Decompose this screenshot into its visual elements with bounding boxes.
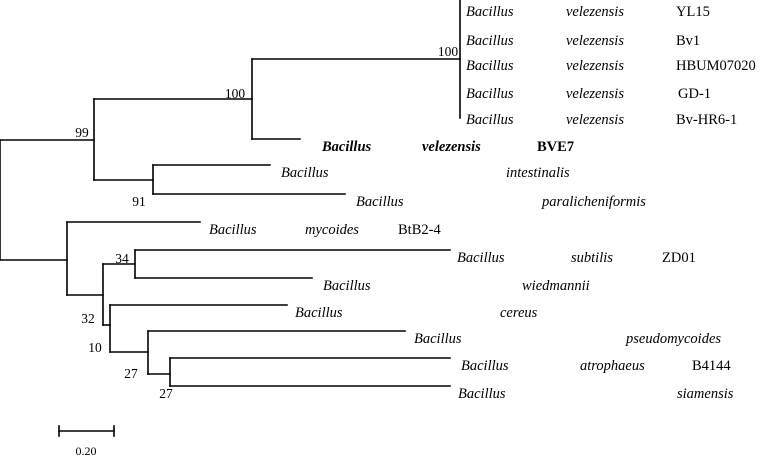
taxon-species: pseudomycoides (625, 331, 721, 347)
taxon-species: velezensis (566, 33, 624, 49)
taxon-species: velezensis (566, 58, 624, 74)
taxon-species: subtilis (571, 250, 613, 266)
scale-bar-label: 0.20 (76, 444, 97, 458)
taxon-strain: GD-1 (678, 86, 711, 102)
taxon-genus: Bacillus (466, 33, 514, 49)
taxon-species: velezensis (566, 4, 624, 20)
bootstrap-value: 100 (225, 86, 246, 101)
taxon-genus: Bacillus (466, 58, 514, 74)
bootstrap-value: 27 (159, 386, 173, 401)
taxon-species: mycoides (305, 222, 359, 238)
taxon-strain: YL15 (676, 4, 710, 20)
taxon-strain: Bv1 (676, 33, 700, 49)
taxon-species: velezensis (566, 86, 624, 102)
taxon-labels: Bacillus velezensis YL15 Bacillus veleze… (209, 4, 756, 402)
bootstrap-value: 100 (438, 44, 459, 59)
bootstrap-value: 10 (88, 340, 102, 355)
taxon-species: wiedmannii (522, 278, 590, 294)
tree-branches (0, 0, 461, 387)
taxon-genus: Bacillus (466, 4, 514, 20)
taxon-species: cereus (500, 305, 538, 321)
taxon-genus: Bacillus (295, 305, 343, 321)
taxon-strain: Bv-HR6-1 (676, 112, 737, 128)
bootstrap-value: 91 (132, 194, 146, 209)
taxon-strain: BtB2-4 (398, 222, 441, 238)
taxon-genus: Bacillus (466, 86, 514, 102)
bootstrap-value: 32 (81, 311, 95, 326)
taxon-genus: Bacillus (457, 250, 505, 266)
taxon-genus: Bacillus (323, 278, 371, 294)
taxon-strain: B4144 (692, 358, 731, 374)
taxon-strain-highlighted: BVE7 (537, 139, 574, 155)
taxon-genus: Bacillus (209, 222, 257, 238)
taxon-genus: Bacillus (461, 358, 509, 374)
taxon-strain: HBUM07020 (676, 58, 756, 74)
taxon-species: siamensis (677, 386, 734, 402)
bootstrap-value: 34 (115, 251, 129, 266)
taxon-species-highlighted: velezensis (422, 139, 481, 155)
bootstrap-value: 99 (75, 125, 89, 140)
taxon-genus: Bacillus (414, 331, 462, 347)
taxon-genus: Bacillus (356, 194, 404, 210)
bootstrap-value: 27 (124, 366, 138, 381)
taxon-genus: Bacillus (281, 165, 329, 181)
taxon-strain: ZD01 (662, 250, 696, 266)
taxon-genus-highlighted: Bacillus (321, 139, 372, 155)
bootstrap-values: 100 100 99 91 34 32 10 27 27 (75, 44, 458, 401)
taxon-genus: Bacillus (466, 112, 514, 128)
taxon-species: velezensis (566, 112, 624, 128)
scale-bar: 0.20 (58, 425, 115, 458)
taxon-species: atrophaeus (580, 358, 645, 374)
taxon-species: intestinalis (506, 165, 570, 181)
taxon-species: paralicheniformis (541, 194, 646, 210)
taxon-genus: Bacillus (458, 386, 506, 402)
